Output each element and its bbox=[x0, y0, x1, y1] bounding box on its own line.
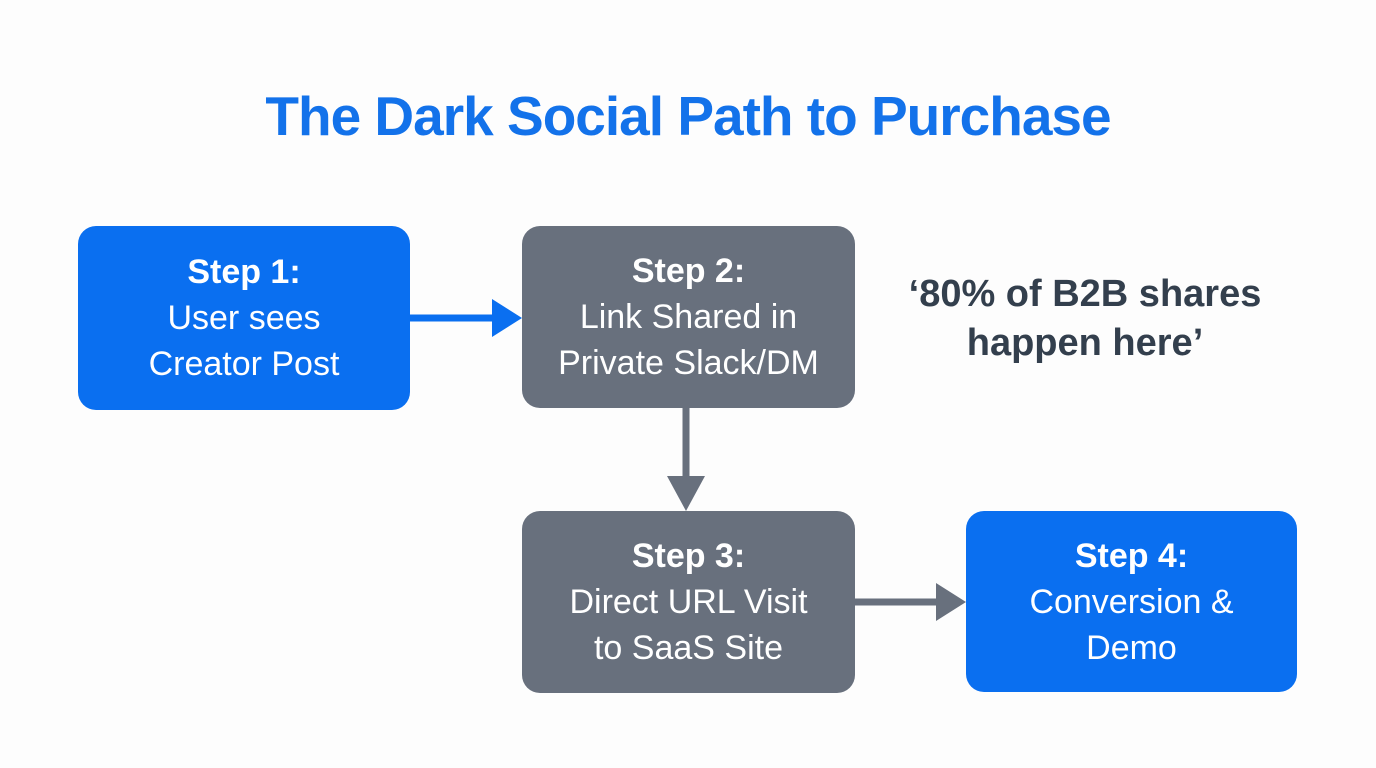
annotation-line-1: ‘80% of B2B shares bbox=[908, 273, 1262, 315]
step-2-label: Step 2: bbox=[631, 252, 746, 290]
step-1-label: Step 1: bbox=[187, 253, 301, 291]
step-3-label: Step 3: bbox=[631, 537, 746, 575]
page-title: The Dark Social Path to Purchase bbox=[265, 85, 1111, 147]
step-4-line-2: Demo bbox=[1086, 628, 1177, 667]
step-2-line-1: Link Shared in bbox=[579, 298, 798, 336]
step-2-box: Step 2: Link Shared in Private Slack/DM bbox=[522, 226, 855, 408]
step-2-line-2: Private Slack/DM bbox=[558, 344, 819, 382]
step-1-box: Step 1: User sees Creator Post bbox=[78, 226, 410, 410]
step-3-box: Step 3: Direct URL Visit to SaaS Site bbox=[522, 511, 855, 693]
step-1-line-1: User sees bbox=[167, 299, 321, 337]
arrow-right-icon bbox=[410, 299, 522, 337]
step-4-label: Step 4: bbox=[1074, 536, 1189, 575]
annotation-line-2: happen here’ bbox=[966, 322, 1204, 364]
step-4-box: Step 4: Conversion & Demo bbox=[966, 511, 1297, 692]
annotation-quote: ‘80% of B2B shares happen here’ bbox=[860, 270, 1310, 368]
step-3-line-1: Direct URL Visit bbox=[569, 583, 808, 621]
step-4-line-1: Conversion & bbox=[1029, 582, 1234, 621]
step-1-line-2: Creator Post bbox=[148, 345, 340, 383]
arrow-right-icon bbox=[855, 583, 966, 621]
arrow-down-icon bbox=[667, 408, 705, 511]
step-3-line-2: to SaaS Site bbox=[593, 629, 783, 667]
